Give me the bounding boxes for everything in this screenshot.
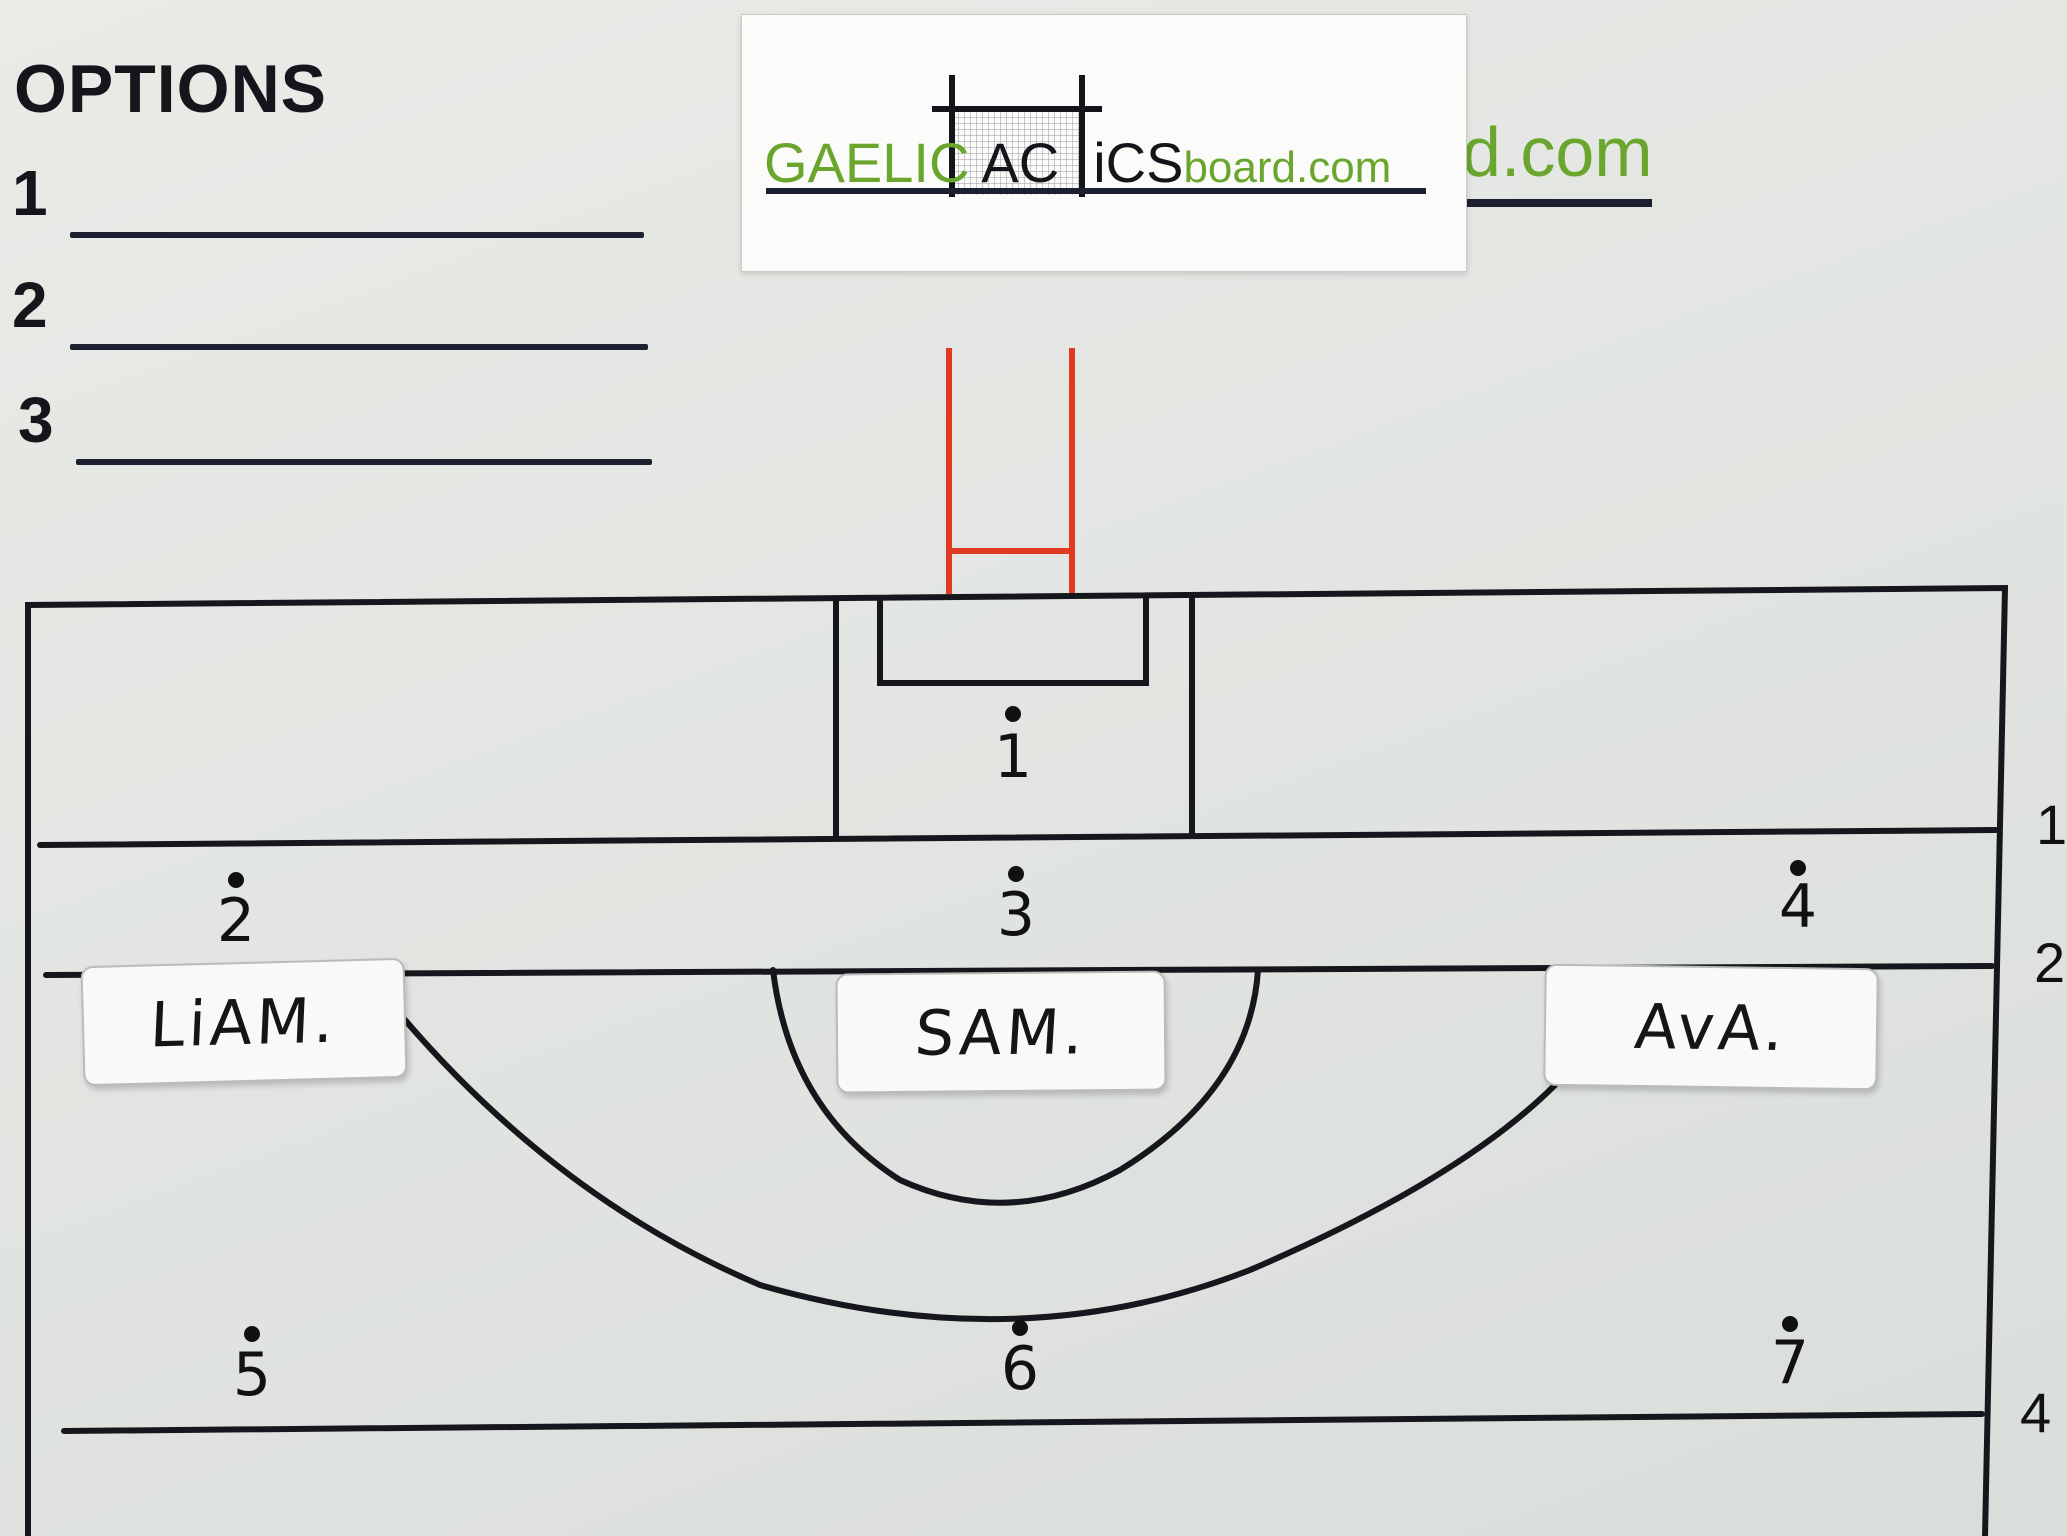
position-dot-4 — [1790, 860, 1806, 876]
position-number-4: 4 — [1778, 872, 1818, 942]
position-number-5: 5 — [232, 1340, 272, 1410]
position-number-1: 1 — [993, 722, 1033, 792]
edge-mark: 4 — [2020, 1381, 2052, 1444]
logo-text-ac: AC — [981, 131, 1060, 194]
covered-logo-underline — [1462, 199, 1652, 207]
option-row-3: 3 — [18, 384, 660, 465]
option-row-1: 1 — [12, 157, 652, 238]
player-name: LiAM. — [148, 982, 340, 1062]
position-number-7: 7 — [1770, 1328, 1810, 1398]
option-number: 2 — [12, 269, 48, 341]
covered-logo-text: d.com — [1462, 113, 1653, 191]
position-dot-6 — [1012, 1320, 1028, 1336]
player-magnet-ava[interactable]: AvA. — [1543, 963, 1879, 1091]
player-name: AvA. — [1631, 989, 1791, 1065]
position-dot-7 — [1782, 1316, 1798, 1332]
position-dot-3 — [1008, 866, 1024, 882]
option-write-line — [76, 459, 652, 465]
logo-text-board: board.com — [1183, 143, 1392, 192]
logo-card: GAELIC AC iCS board.com — [741, 14, 1467, 272]
position-number-3: 3 — [996, 880, 1036, 950]
edge-mark: 1 — [2036, 793, 2067, 856]
player-name: SAM. — [912, 994, 1090, 1070]
position-number-6: 6 — [1000, 1334, 1040, 1404]
position-number-2: 2 — [216, 886, 256, 956]
logo-wordmark: GAELIC AC iCS board.com — [764, 130, 1391, 202]
option-write-line — [70, 344, 648, 350]
option-row-2: 2 — [12, 269, 656, 350]
option-number: 1 — [12, 157, 48, 229]
option-number: 3 — [18, 384, 54, 456]
logo-text-gaelic: GAELIC — [764, 131, 970, 194]
position-dot-5 — [244, 1326, 260, 1342]
option-write-line — [70, 232, 644, 238]
player-magnet-liam[interactable]: LiAM. — [80, 957, 408, 1087]
logo-text-ics: iCS — [1093, 131, 1184, 194]
position-dot-2 — [228, 872, 244, 888]
goal-net-icon — [766, 75, 1426, 197]
goalposts — [946, 348, 1075, 594]
edge-mark: 2 — [2034, 931, 2066, 994]
position-dot-1 — [1005, 706, 1021, 722]
options-title: OPTIONS — [14, 51, 328, 127]
player-magnet-sam[interactable]: SAM. — [835, 970, 1167, 1094]
